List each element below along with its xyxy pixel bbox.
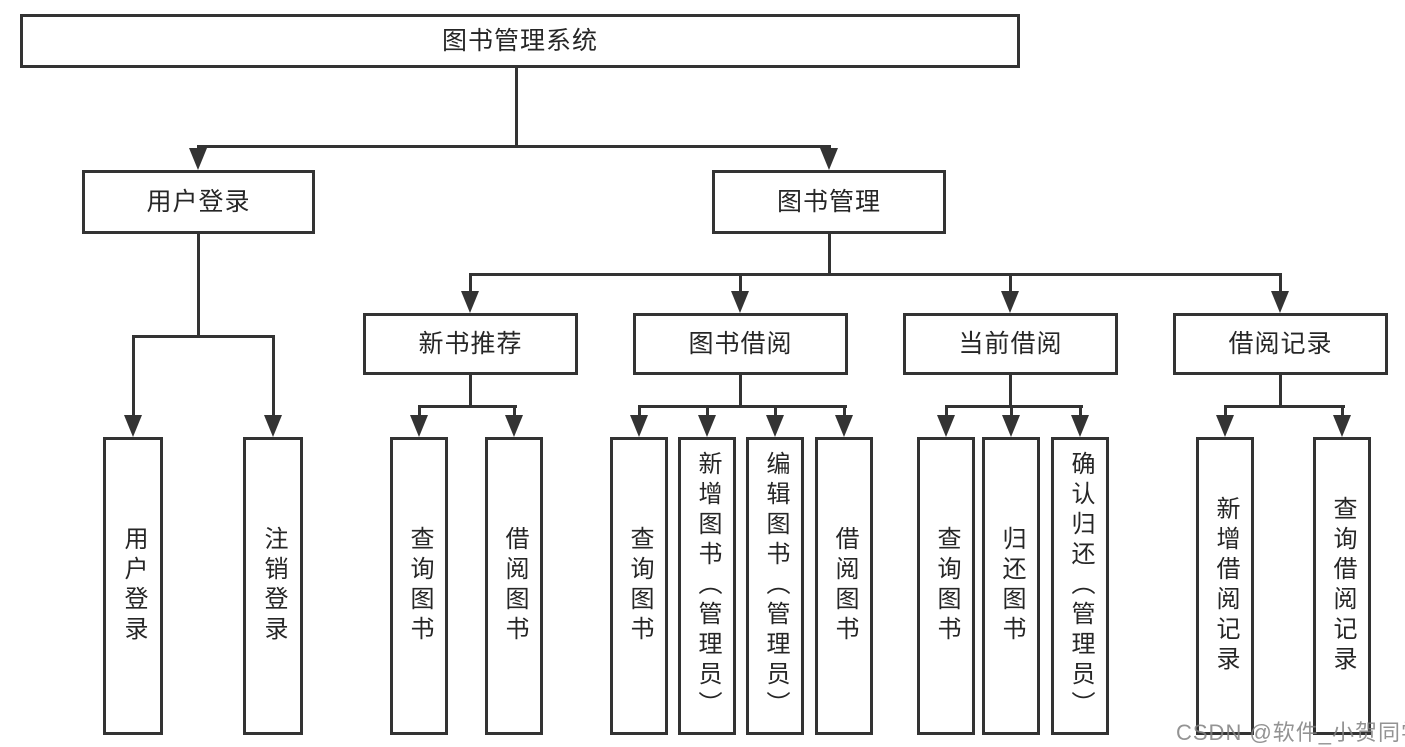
arrowhead-leaf [1216,415,1234,437]
node-book-borrow-label: 图书借阅 [688,329,793,358]
arrowhead-leaf [505,415,523,437]
connector-userlogin-stem [197,234,200,335]
connector-bookmgmt-stem [828,234,831,273]
connector-bookborrow-stem [739,375,742,405]
connector-userlogin-branch [132,335,274,338]
arrowhead-current-borrow [1001,291,1019,313]
arrowhead-leaf [766,415,784,437]
node-borrow-books-label: 借阅图书 [501,526,528,646]
connector-leaf-stem [1279,273,1282,293]
connector-leaf-stem [469,273,472,293]
node-library-system-label: 图书管理系统 [441,26,598,55]
connector-leaf-stem [418,405,421,417]
arrowhead-leaf [410,415,428,437]
node-edit-book-admin-label: 编辑图书（管理员） [762,451,789,721]
node-book-borrow: 图书借阅 [633,313,848,375]
node-logout: 注销登录 [243,437,303,735]
connector-leaf-stem [1010,405,1013,417]
arrowhead-borrow-records [1271,291,1289,313]
connector-leaf-stem [1009,273,1012,293]
node-book-management: 图书管理 [712,170,946,234]
arrowhead-new-book [461,291,479,313]
connector-leaf-stem [843,405,846,417]
connector-leaf-stem [945,405,948,417]
arrowhead-leaf [1333,415,1351,437]
node-borrow-records: 借阅记录 [1173,313,1388,375]
connector-leaf-stem [638,405,641,417]
arrowhead-leaf [698,415,716,437]
arrowhead-logout-leaf [264,415,282,437]
connector-bookborrow-branch [638,405,847,408]
node-book-management-label: 图书管理 [776,187,881,216]
node-borrow-records-label: 借阅记录 [1228,329,1333,358]
node-query-borrow-record: 查询借阅记录 [1313,437,1371,735]
connector-leaf-stem [739,273,742,293]
arrowhead-leaf [1002,415,1020,437]
node-new-book-recommend: 新书推荐 [363,313,578,375]
node-confirm-return-admin-label: 确认归还（管理员） [1067,451,1094,721]
csdn-watermark: CSDN @软件_小贺同学 [1176,720,1405,745]
connector-records-branch [1224,405,1345,408]
connector-root-branch [197,145,831,148]
node-query-borrow-record-label: 查询借阅记录 [1329,496,1356,676]
node-logout-label: 注销登录 [260,526,287,646]
node-current-borrow-label: 当前借阅 [958,329,1063,358]
node-borrow-books-label: 借阅图书 [831,526,858,646]
arrowhead-leaf [835,415,853,437]
node-library-system: 图书管理系统 [20,14,1020,68]
connector-currentborrow-branch [945,405,1083,408]
arrowhead-leaf [1071,415,1089,437]
node-query-books-label: 查询图书 [933,526,960,646]
connector-newbook-branch [418,405,517,408]
node-query-books-current: 查询图书 [917,437,975,735]
connector-root-stem [515,68,518,145]
connector-leaf-stem [1341,405,1344,417]
node-return-books: 归还图书 [982,437,1040,735]
node-query-books-recommend: 查询图书 [390,437,448,735]
node-add-borrow-record: 新增借阅记录 [1196,437,1254,735]
node-user-login-leaf-label: 用户登录 [120,526,147,646]
node-user-login-label: 用户登录 [146,187,251,216]
connector-newbook-stem [469,375,472,405]
connector-leaf-stem [1224,405,1227,417]
arrowhead-login-leaf [124,415,142,437]
node-add-book-admin: 新增图书（管理员） [678,437,736,735]
node-new-book-recommend-label: 新书推荐 [418,329,523,358]
node-user-login: 用户登录 [82,170,315,234]
connector-leaf-stem [1079,405,1082,417]
arrowhead-leaf [937,415,955,437]
node-current-borrow: 当前借阅 [903,313,1118,375]
node-return-books-label: 归还图书 [998,526,1025,646]
arrowhead-book-borrow [731,291,749,313]
node-add-book-admin-label: 新增图书（管理员） [694,451,721,721]
arrowhead-user-login [189,148,207,170]
connector-leaf-stem [706,405,709,417]
node-edit-book-admin: 编辑图书（管理员） [746,437,804,735]
node-query-books-label: 查询图书 [626,526,653,646]
node-confirm-return-admin: 确认归还（管理员） [1051,437,1109,735]
node-query-books-borrow: 查询图书 [610,437,668,735]
node-borrow-books: 借阅图书 [815,437,873,735]
node-borrow-books-recommend: 借阅图书 [485,437,543,735]
node-user-login-leaf: 用户登录 [103,437,163,735]
connector-leaf-stem [774,405,777,417]
connector-records-stem [1279,375,1282,405]
arrowhead-book-mgmt [820,148,838,170]
node-add-borrow-record-label: 新增借阅记录 [1212,496,1239,676]
connector-leaf-stem [513,405,516,417]
connector-leaf-stem [272,335,275,417]
connector-currentborrow-stem [1009,375,1012,405]
connector-bookmgmt-branch [469,273,1282,276]
node-query-books-label: 查询图书 [406,526,433,646]
arrowhead-leaf [630,415,648,437]
connector-leaf-stem [132,335,135,417]
